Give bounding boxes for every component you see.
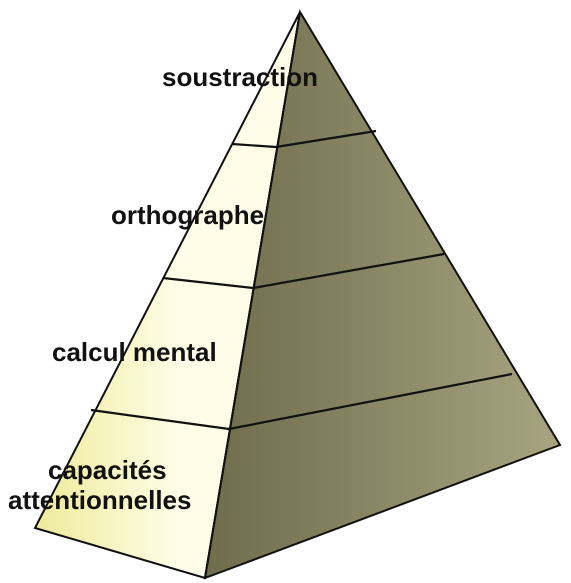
divider-1 xyxy=(231,129,377,149)
level-label-line-1: capacités xyxy=(48,455,167,485)
level-label-soustraction: soustraction xyxy=(162,64,318,90)
level-label-orthographe: orthographe xyxy=(111,202,264,228)
level-label-calcul-mental: calcul mental xyxy=(52,339,217,365)
level-label-text: soustraction xyxy=(162,62,319,92)
level-label-text: calcul mental xyxy=(52,337,217,367)
level-label-text: orthographe xyxy=(111,200,265,230)
front-edge xyxy=(204,11,301,579)
level-label-capacites-attentionnelles: capacités attentionnelles xyxy=(8,455,252,516)
level-label-line-2: attentionnelles xyxy=(8,484,192,515)
